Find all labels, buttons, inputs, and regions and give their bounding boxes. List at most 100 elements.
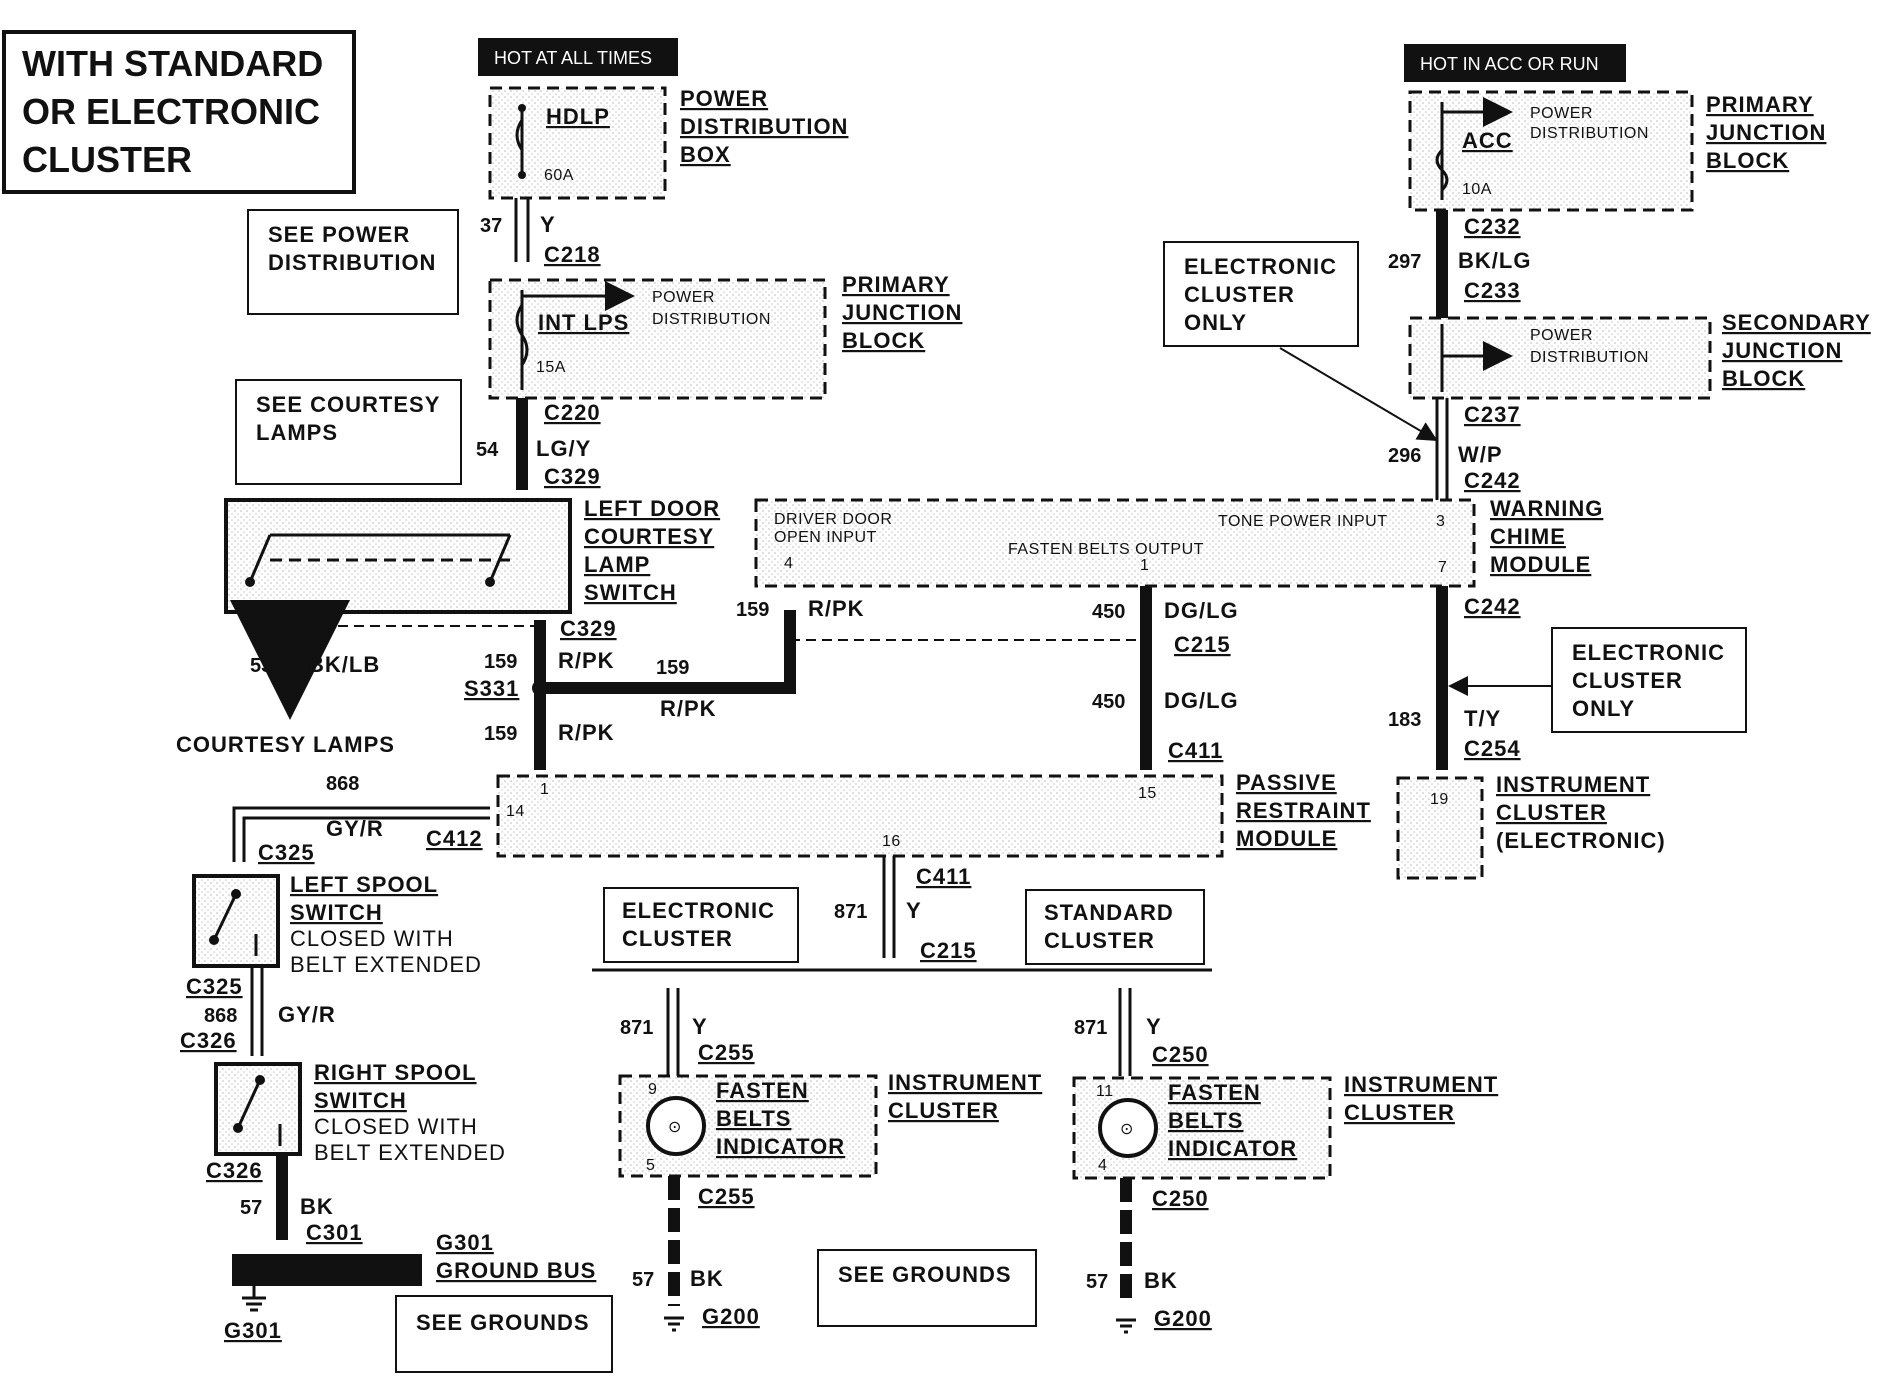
c325a-label: C325 [258,840,315,865]
ec-line-2: CLUSTER [622,926,733,951]
c218-label: C218 [544,242,601,267]
ic2-label-1: INSTRUMENT [1344,1072,1498,1097]
pjb-left-label-1: PRIMARY [842,272,950,297]
right-spool-switch: RIGHT SPOOL SWITCH CLOSED WITH BELT EXTE… [214,1060,505,1165]
c255a-label: C255 [698,1040,755,1065]
g200b-label: G200 [1154,1306,1212,1331]
title-line-3: CLUSTER [22,139,192,180]
c255b-label: C255 [698,1184,755,1209]
acc-power-1: POWER [1530,105,1593,122]
wire-871b-num: 871 [620,1017,653,1039]
c237-label: C237 [1464,402,1521,427]
c242b-label: C242 [1464,594,1521,619]
hot-in-acc-or-run-banner: HOT IN ACC OR RUN [1404,44,1626,82]
see-grounds-2-text: SEE GROUNDS [838,1262,1012,1287]
hot-in-acc-text: HOT IN ACC OR RUN [1420,54,1599,74]
prm-label-1: PASSIVE [1236,770,1337,795]
chime-pin-3: 3 [1436,513,1445,530]
pjb-left-label-2: JUNCTION [842,300,962,325]
wire-868-top: 868 GY/R C412 C325 [232,773,490,865]
acc-power-2: DISTRIBUTION [1530,125,1649,142]
wire-296-color: W/P [1458,442,1503,467]
eco2-line-3: ONLY [1572,696,1635,721]
ldcls-label-4: SWITCH [584,580,677,605]
fbi2-label-1: FASTEN [1168,1080,1261,1105]
wire-159b-color: R/PK [660,696,717,721]
wire-871-standard: 871 Y C250 [1074,988,1209,1076]
ldcls-label-3: LAMP [584,552,650,577]
fasten-belts-indicator-electronic: ⊙ 9 5 FASTEN BELTS INDICATOR INSTRUMENT … [618,1070,1041,1178]
wire-159d-num: 159 [736,599,769,621]
fbi1-label-3: INDICATOR [716,1134,845,1159]
ground-bus-label-2: GROUND BUS [436,1258,596,1283]
wire-868b-color: GY/R [278,1002,336,1027]
int-lps-fuse-label: INT LPS [538,310,629,335]
wire-37-num: 37 [480,215,502,237]
sjb-label-2: JUNCTION [1722,338,1842,363]
wire-183-color: T/Y [1464,706,1501,731]
instrument-cluster-electronic: 19 INSTRUMENT CLUSTER (ELECTRONIC) [1396,772,1665,880]
wire-871c-color: Y [1146,1014,1162,1039]
pjb-left-label-3: BLOCK [842,328,925,353]
wire-57-electronic: C255 57 BK G200 [632,1176,759,1332]
wire-450: 450 DG/LG C215 450 DG/LG C411 [1092,586,1239,770]
wire-183: C242 183 T/Y C254 [1388,586,1552,770]
chime-pin-4: 4 [784,555,793,572]
eco1-line-1: ELECTRONIC [1184,254,1337,279]
int-lps-fuse-rating: 15A [536,359,566,376]
wire-450b-num: 450 [1092,691,1125,713]
c250a-label: C250 [1152,1042,1209,1067]
wire-159a-color: R/PK [558,648,615,673]
c215b-label: C215 [920,938,977,963]
wire-54-color: LG/Y [536,436,591,461]
rss-name-1: RIGHT SPOOL [314,1060,477,1085]
ground-bus-label-1: G301 [436,1230,494,1255]
wire-868b-num: 868 [204,1005,237,1027]
sc-line-1: STANDARD [1044,900,1174,925]
wire-53-num: 53 [250,655,272,677]
c254-label: C254 [1464,736,1521,761]
prm-label-3: MODULE [1236,826,1337,851]
wire-57-standard: C250 57 BK G200 [1086,1178,1212,1334]
wire-159-right: 159 R/PK 159 R/PK [540,596,864,721]
chime-fasten-belts-output: FASTEN BELTS OUTPUT [1008,541,1204,558]
c325b-label: C325 [186,974,243,999]
secondary-junction-block: POWER DISTRIBUTION SECONDARY JUNCTION BL… [1408,310,1870,400]
eco2-line-1: ELECTRONIC [1572,640,1725,665]
see-pd-line-2: DISTRIBUTION [268,250,436,275]
pjb-right-label-2: JUNCTION [1706,120,1826,145]
see-grounds-note-1: SEE GROUNDS [395,1295,613,1373]
see-pd-line-1: SEE POWER [268,222,410,247]
electronic-cluster-only-note-2: ELECTRONIC CLUSTER ONLY [1551,627,1747,733]
acc-fuse-label: ACC [1462,128,1513,153]
wire-159c-color: R/PK [558,720,615,745]
chime-pin-7: 7 [1438,559,1447,576]
ic-pin-19: 19 [1430,791,1449,808]
c301-label: C301 [306,1220,363,1245]
wire-57b-color: BK [690,1266,724,1291]
sjb-power-2: DISTRIBUTION [1530,349,1649,366]
hot-at-all-times-banner: HOT AT ALL TIMES [478,38,678,76]
prm-pin-15: 15 [1138,785,1157,802]
wire-183-num: 183 [1388,709,1421,731]
pjb-right-label-1: PRIMARY [1706,92,1814,117]
fbi1-pin-top: 9 [648,1081,657,1098]
left-spool-switch: LEFT SPOOL SWITCH CLOSED WITH BELT EXTEN… [192,872,481,977]
fbi1-pin-bottom: 5 [646,1157,655,1174]
wire-54-num: 54 [476,439,499,461]
wire-450b-color: DG/LG [1164,688,1239,713]
warning-chime-module: DRIVER DOOR OPEN INPUT TONE POWER INPUT … [754,496,1602,588]
wire-868a-color: GY/R [326,816,384,841]
wire-57c-num: 57 [1086,1271,1108,1293]
wire-296-num: 296 [1388,445,1421,467]
left-door-courtesy-lamp-switch: LEFT DOOR COURTESY LAMP SWITCH [224,496,719,614]
primary-junction-block-left: INT LPS 15A POWER DISTRIBUTION PRIMARY J… [488,272,962,400]
see-cl-line-1: SEE COURTESY [256,392,440,417]
power-distribution-box: HDLP 60A POWER DISTRIBUTION BOX [488,86,847,200]
see-grounds-1-text: SEE GROUNDS [416,1310,590,1335]
c233-label: C233 [1464,278,1521,303]
sc-line-2: CLUSTER [1044,928,1155,953]
sjb-label-3: BLOCK [1722,366,1805,391]
lss-desc-1: CLOSED WITH [290,926,454,951]
